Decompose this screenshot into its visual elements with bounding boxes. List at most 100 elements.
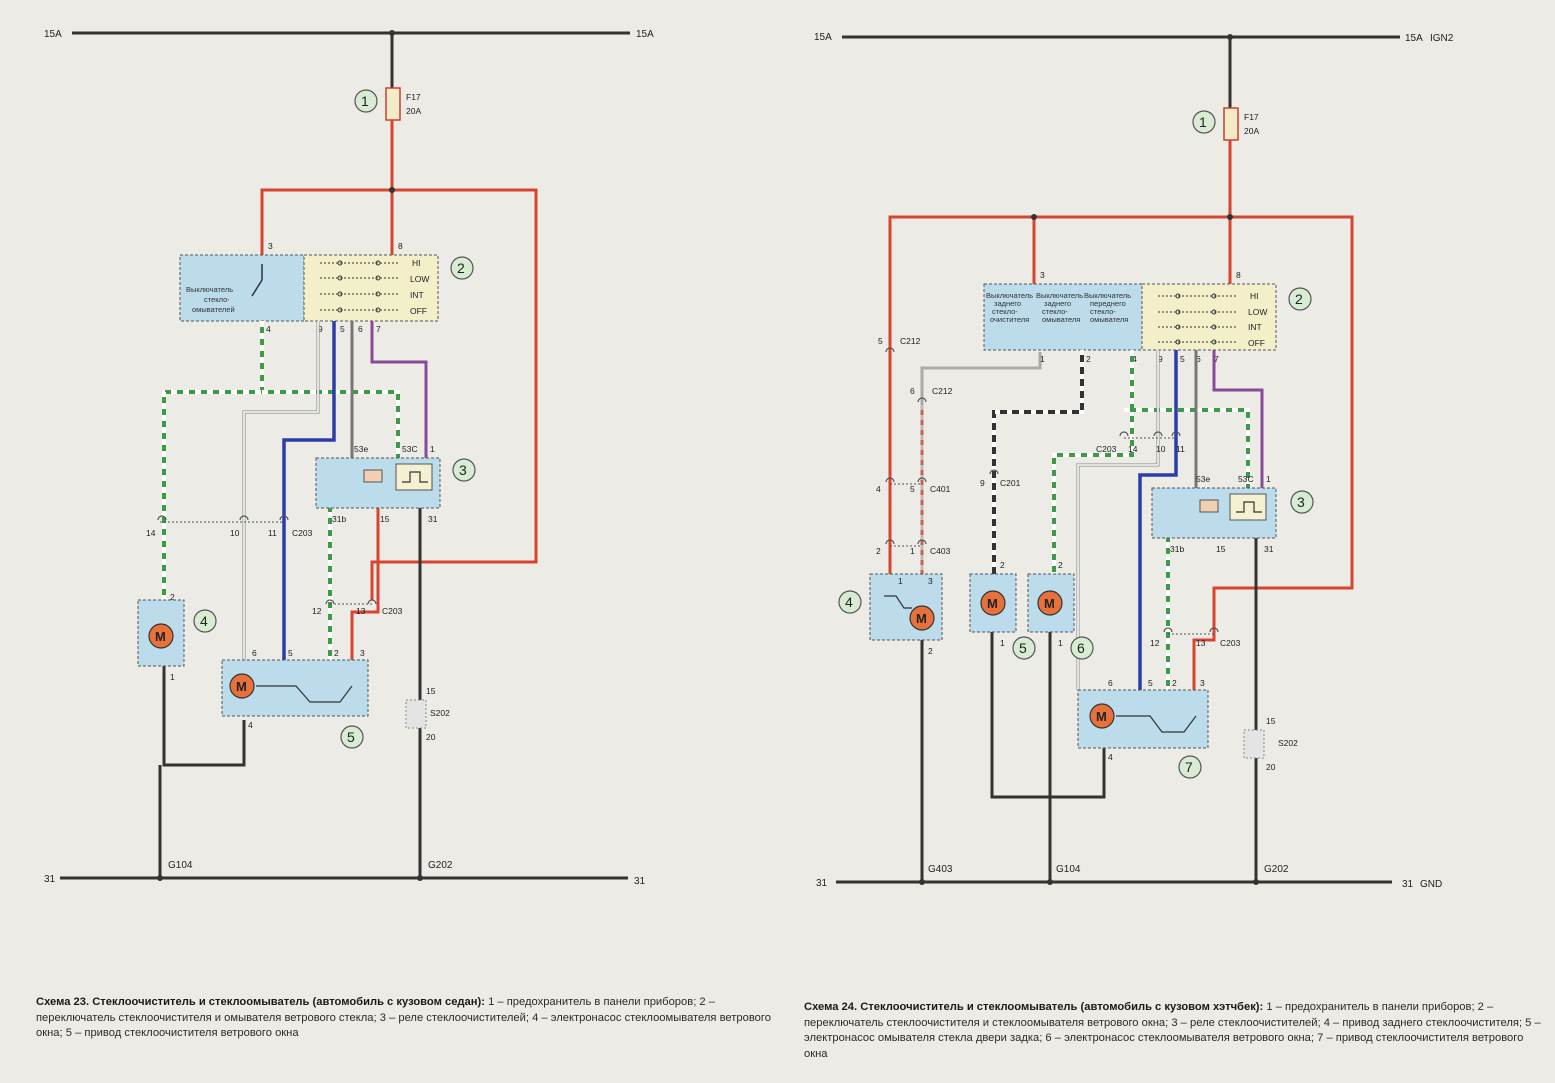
svg-text:IGN2: IGN2 bbox=[1430, 33, 1454, 44]
bus-top-right-label: 15A bbox=[636, 29, 654, 40]
svg-text:9: 9 bbox=[318, 324, 323, 334]
svg-text:31b: 31b bbox=[1170, 544, 1184, 554]
svg-text:Выключатель: Выключатель bbox=[1084, 291, 1131, 300]
svg-text:31: 31 bbox=[816, 878, 828, 889]
switch-label-line1: Выключатель bbox=[186, 285, 233, 294]
switch-block-modes-24 bbox=[1141, 283, 1277, 351]
callout-1: 1 bbox=[354, 89, 378, 113]
callout-2-24: 2 bbox=[1288, 287, 1312, 311]
caption-scheme-24: Схема 24. Стеклоочиститель и стеклоомыва… bbox=[804, 1000, 1546, 1062]
bus-bottom-left-label: 31 bbox=[44, 874, 56, 885]
svg-text:5: 5 bbox=[1019, 640, 1027, 656]
caption-text-23: 1 – предохранитель в панели приборов; 2 … bbox=[36, 996, 771, 1039]
fuse-rating: 20A bbox=[406, 106, 421, 116]
svg-text:5: 5 bbox=[288, 648, 293, 658]
svg-text:2: 2 bbox=[1172, 678, 1177, 688]
callout-2: 2 bbox=[450, 256, 474, 280]
svg-text:омывателя: омывателя bbox=[1090, 315, 1128, 324]
svg-text:GND: GND bbox=[1420, 879, 1442, 890]
splice-s202 bbox=[405, 699, 427, 729]
svg-text:1: 1 bbox=[1199, 114, 1207, 130]
svg-text:C203: C203 bbox=[1096, 444, 1117, 454]
svg-text:3: 3 bbox=[360, 648, 365, 658]
svg-text:2: 2 bbox=[1086, 354, 1091, 364]
svg-text:M: M bbox=[155, 629, 166, 644]
svg-text:53e: 53e bbox=[1196, 474, 1210, 484]
scheme-23: 15A 15A 31 31 F17 20A 1 Выключатель стек… bbox=[44, 29, 654, 887]
svg-text:5: 5 bbox=[347, 729, 355, 745]
svg-text:2: 2 bbox=[928, 646, 933, 656]
callout-3: 3 bbox=[452, 458, 476, 482]
svg-text:3: 3 bbox=[1297, 494, 1305, 510]
svg-text:1: 1 bbox=[170, 672, 175, 682]
svg-text:G104: G104 bbox=[1056, 864, 1081, 875]
svg-text:53e: 53e bbox=[354, 444, 368, 454]
svg-text:14: 14 bbox=[146, 528, 156, 538]
svg-text:C212: C212 bbox=[900, 336, 921, 346]
caption-title-23: Схема 23. Стеклоочиститель и стеклоомыва… bbox=[36, 996, 485, 1008]
svg-text:20A: 20A bbox=[1244, 126, 1259, 136]
svg-text:1: 1 bbox=[1058, 638, 1063, 648]
svg-text:12: 12 bbox=[1150, 638, 1160, 648]
svg-text:2: 2 bbox=[334, 648, 339, 658]
svg-text:5: 5 bbox=[340, 324, 345, 334]
svg-text:Выключатель: Выключатель bbox=[986, 291, 1033, 300]
fuse-f17-24 bbox=[1223, 107, 1239, 141]
callout-4-24: 4 bbox=[838, 590, 862, 614]
svg-text:6: 6 bbox=[910, 386, 915, 396]
mode-off: OFF bbox=[410, 306, 427, 316]
svg-text:INT: INT bbox=[1248, 322, 1262, 332]
caption-title-24: Схема 24. Стеклоочиститель и стеклоомыва… bbox=[804, 1001, 1264, 1013]
svg-text:10: 10 bbox=[1156, 444, 1166, 454]
caption-text-24: 1 – предохранитель в панели приборов; 2 … bbox=[804, 1001, 1541, 1060]
svg-text:6: 6 bbox=[1108, 678, 1113, 688]
svg-text:F17: F17 bbox=[1244, 112, 1259, 122]
svg-text:9: 9 bbox=[1158, 354, 1163, 364]
svg-text:53C: 53C bbox=[402, 444, 418, 454]
mode-hi: HI bbox=[412, 258, 421, 268]
svg-text:2: 2 bbox=[1295, 291, 1303, 307]
svg-text:LOW: LOW bbox=[1248, 307, 1267, 317]
svg-text:20: 20 bbox=[1266, 762, 1276, 772]
svg-text:10: 10 bbox=[230, 528, 240, 538]
svg-text:31: 31 bbox=[1264, 544, 1274, 554]
switch-block-modes bbox=[303, 254, 439, 322]
svg-text:2: 2 bbox=[876, 546, 881, 556]
svg-text:стекло-: стекло- bbox=[1090, 307, 1116, 316]
switch-label-line2: стекло- bbox=[204, 295, 230, 304]
svg-text:5: 5 bbox=[1148, 678, 1153, 688]
svg-text:M: M bbox=[236, 679, 247, 694]
svg-text:M: M bbox=[1096, 709, 1107, 724]
svg-text:14: 14 bbox=[1128, 444, 1138, 454]
callout-5-24: 5 bbox=[1012, 636, 1036, 660]
svg-text:4: 4 bbox=[1132, 354, 1137, 364]
svg-text:C212: C212 bbox=[932, 386, 953, 396]
svg-text:6: 6 bbox=[1196, 354, 1201, 364]
svg-text:53C: 53C bbox=[1238, 474, 1254, 484]
svg-text:31b: 31b bbox=[332, 514, 346, 524]
svg-text:12: 12 bbox=[312, 606, 322, 616]
svg-text:C203: C203 bbox=[382, 606, 403, 616]
svg-text:1: 1 bbox=[1266, 474, 1271, 484]
callout-7-24: 7 bbox=[1178, 755, 1202, 779]
svg-text:1: 1 bbox=[430, 444, 435, 454]
svg-text:1: 1 bbox=[361, 93, 369, 109]
svg-text:1: 1 bbox=[898, 576, 903, 586]
svg-text:4: 4 bbox=[266, 324, 271, 334]
svg-text:2: 2 bbox=[457, 260, 465, 276]
switch-label-line3: омывателей bbox=[192, 305, 235, 314]
svg-text:13: 13 bbox=[1196, 638, 1206, 648]
svg-text:стекло-: стекло- bbox=[1042, 307, 1068, 316]
svg-text:15: 15 bbox=[1266, 716, 1276, 726]
svg-text:1: 1 bbox=[1000, 638, 1005, 648]
front-wiper-motor-box bbox=[1077, 689, 1209, 749]
svg-text:7: 7 bbox=[1214, 354, 1219, 364]
svg-text:очистителя: очистителя bbox=[990, 315, 1029, 324]
caption-scheme-23: Схема 23. Стеклоочиститель и стеклоомыва… bbox=[36, 995, 776, 1042]
svg-text:стекло-: стекло- bbox=[992, 307, 1018, 316]
svg-text:31: 31 bbox=[428, 514, 438, 524]
svg-text:3: 3 bbox=[459, 462, 467, 478]
svg-text:31: 31 bbox=[1402, 879, 1414, 890]
svg-text:C401: C401 bbox=[930, 484, 951, 494]
svg-text:C203: C203 bbox=[292, 528, 313, 538]
